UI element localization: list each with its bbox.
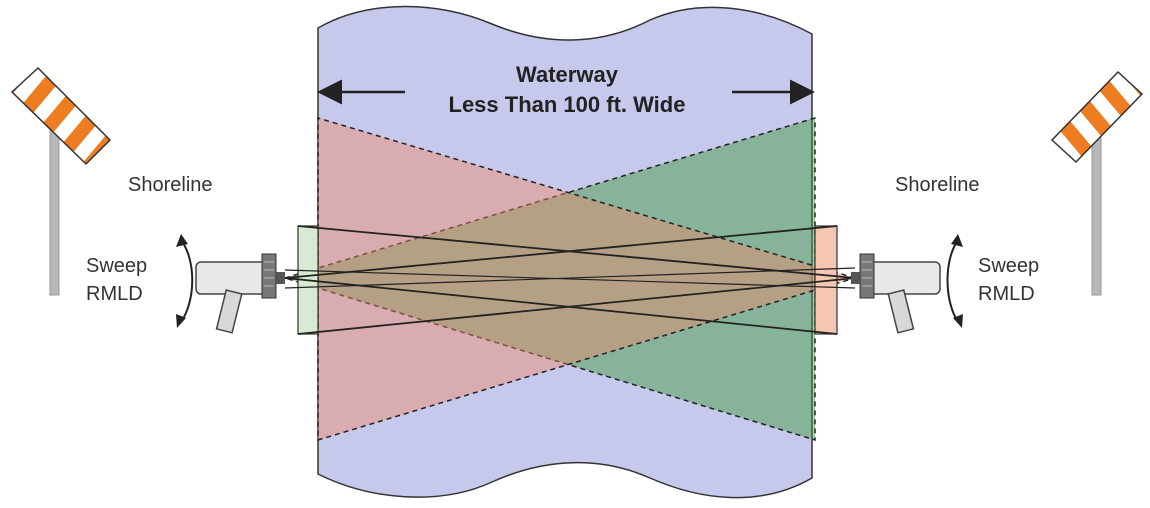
- sign-post: [1091, 129, 1102, 296]
- device-handle: [887, 289, 915, 334]
- sweep-arrow-icon: [946, 239, 959, 323]
- left-sweep-label: Sweep: [86, 255, 147, 277]
- device-head: [261, 253, 277, 299]
- device-head: [859, 253, 875, 299]
- beam-line: [297, 277, 856, 335]
- beam-line: [284, 269, 856, 289]
- rmld-laser-device-icon: [195, 261, 267, 295]
- left-shoreline-label: Shoreline: [128, 174, 213, 196]
- waterway-title: Waterway: [516, 62, 619, 87]
- beam-line: [284, 225, 838, 279]
- waterway-width-label: Less Than 100 ft. Wide: [449, 92, 686, 117]
- sweep-arrow-icon: [180, 239, 194, 323]
- right-rmld-label: RMLD: [978, 283, 1035, 305]
- warning-sign-icon: [1050, 70, 1144, 164]
- right-shoreline-label: Shoreline: [895, 174, 980, 196]
- sweep-arrow-icon: [176, 234, 188, 247]
- right-sweep-label: Sweep: [978, 255, 1039, 277]
- device-handle: [215, 289, 243, 334]
- rmld-laser-device-icon: [869, 261, 941, 295]
- left-rmld-label: RMLD: [86, 283, 143, 305]
- left-rmld-device: [195, 253, 285, 334]
- warning-sign-icon: [10, 66, 112, 166]
- beam-line: [284, 267, 856, 289]
- left-warning-sign: [10, 66, 112, 296]
- right-rmld-device: [851, 253, 941, 334]
- sweep-arrow-icon: [951, 234, 963, 247]
- sweep-arrow-icon: [953, 314, 963, 328]
- sweep-arrow-icon: [176, 314, 186, 328]
- beam-line: [297, 225, 856, 279]
- right-warning-sign: [1050, 70, 1144, 296]
- beam-line: [284, 277, 838, 335]
